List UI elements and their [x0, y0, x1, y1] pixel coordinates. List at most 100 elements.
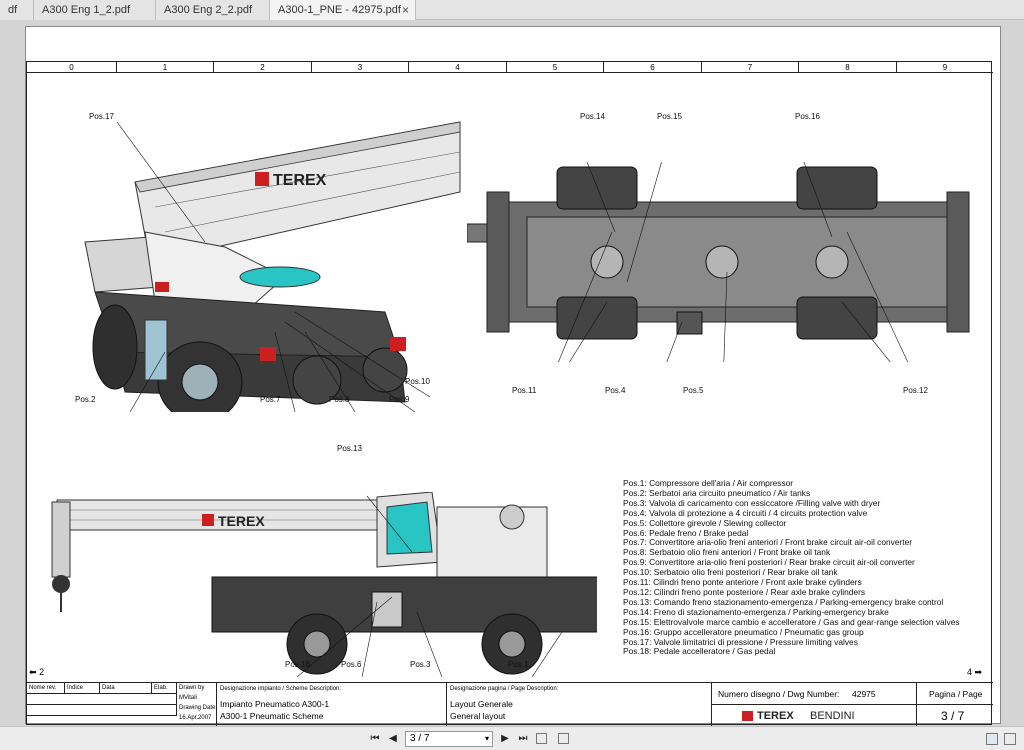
tab-label: A300-1_PNE - 42975.pdf — [278, 4, 401, 16]
drawing-sheet: 0 1 2 3 4 5 6 7 8 9 TEREX — [25, 26, 1001, 727]
tb-page-value: 3 / 7 — [917, 705, 993, 727]
legend-item: Pos.5: Collettore girevole / Slewing col… — [623, 517, 787, 528]
legend-item: Pos.16: Gruppo accelleratore pneumatico … — [623, 626, 864, 637]
arrow-right-icon: ➡ — [974, 667, 983, 677]
ruler-col: 7 — [702, 62, 799, 73]
legend-item: Pos.2: Serbatoi aria circuito pneumatico… — [623, 487, 811, 498]
close-tab-icon[interactable]: × — [401, 3, 409, 17]
callout-pos18: Pos.18 — [285, 660, 310, 669]
page-navigation-bar: ⏮ ◀ 3 / 7 ▾ ▶ ⏭ — [0, 726, 1024, 750]
callout-pos12: Pos.12 — [903, 386, 928, 395]
ruler-col: 2 — [214, 62, 312, 73]
position-legend: Pos.1: Compressore dell'aria / Air compr… — [623, 478, 993, 657]
next-page-number: 4 — [967, 667, 973, 677]
ruler-col: 1 — [117, 62, 214, 73]
tb-data: Data — [100, 683, 152, 694]
tb-page-label: Pagina / Page — [917, 683, 993, 705]
next-page-button[interactable]: ▶ — [501, 733, 509, 744]
callout-pos1: Pos.1 — [508, 660, 529, 669]
legend-item: Pos.9: Convertitore aria-olio freni post… — [623, 557, 915, 568]
prev-page-number: 2 — [39, 667, 45, 677]
next-page-ref: 4 ➡ — [967, 667, 982, 678]
tb-indice: Indice — [65, 683, 100, 694]
legend-item: Pos.7: Convertitore aria-olio freni ante… — [623, 537, 913, 548]
terex-logo-boom: TEREX — [273, 172, 327, 189]
ruler-col: 9 — [942, 63, 948, 72]
ruler-col: 5 — [507, 62, 604, 73]
legend-item: Pos.14: Freno di stazionamento-emergenza… — [623, 606, 889, 617]
terex-mark-icon — [742, 711, 753, 721]
tb-drawn: Drawn by MVitali Drawing Date 16.Apr.200… — [177, 683, 217, 727]
tab-label: A300 Eng 2_2.pdf — [164, 4, 253, 16]
arrow-left-icon: ⬅ — [29, 667, 37, 677]
ruler-col: 3 — [312, 62, 409, 73]
callout-pos6: Pos.6 — [341, 660, 362, 669]
callout-pos16: Pos.16 — [795, 112, 820, 121]
chevron-down-icon[interactable]: ▾ — [484, 734, 489, 743]
legend-item: Pos.10: Serbatoio olio freni posteriori … — [623, 567, 838, 578]
callout-pos5: Pos.5 — [683, 386, 704, 395]
callout-pos13: Pos.13 — [337, 444, 362, 453]
copy-page-icon[interactable] — [536, 733, 547, 744]
page-number-input[interactable]: 3 / 7 ▾ — [405, 731, 493, 747]
tb-page-desc: Designazione pagina / Page Description: … — [447, 683, 712, 727]
legend-item: Pos.11: Cilindri freno ponte anteriore /… — [623, 577, 862, 588]
tab-label: df — [8, 4, 18, 16]
tab-a300-eng-1[interactable]: A300 Eng 1_2.pdf — [34, 0, 156, 20]
drawing-frame: 0 1 2 3 4 5 6 7 8 9 TEREX — [26, 61, 993, 727]
tb-brand: TEREX BENDINI — [712, 705, 917, 727]
callout-pos17: Pos.17 — [89, 112, 114, 121]
continuous-view-icon[interactable] — [1004, 733, 1016, 745]
single-page-view-icon[interactable] — [986, 733, 998, 745]
page-number-value: 3 / 7 — [410, 733, 430, 744]
legend-item: Pos.6: Pedale freno / Brake pedal — [623, 527, 749, 538]
legend-item: Pos.8: Serbatoio olio freni anteriori / … — [623, 547, 831, 558]
legend-item: Pos.13: Comando freno stazionamento-emer… — [623, 596, 944, 607]
legend-item: Pos.4: Valvola di protezione a 4 circuit… — [623, 507, 868, 518]
tb-scheme: Designazione impianto / Scheme Descripti… — [217, 683, 447, 727]
legend-item: Pos.3: Valvola di caricamento con essicc… — [623, 497, 881, 508]
callout-pos14: Pos.14 — [580, 112, 605, 121]
legend-item: Pos.17: Valvole limitatrici di pressione… — [623, 636, 858, 647]
legend-item: Pos.1: Compressore dell'aria / Air compr… — [623, 478, 794, 488]
tab-a300-pne[interactable]: A300-1_PNE - 42975.pdf × — [270, 0, 416, 20]
tb-dwg: Numero disegno / Dwg Number: 42975 — [712, 683, 917, 705]
crane-perspective-drawing: TEREX — [84, 121, 461, 412]
legend-item: Pos.15: Elettrovalvole marce cambio e ac… — [623, 616, 960, 627]
first-page-button[interactable]: ⏮ — [370, 733, 380, 744]
prev-page-button[interactable]: ◀ — [389, 733, 397, 744]
ruler-col: 4 — [409, 62, 507, 73]
tb-elab: Elab. — [152, 683, 177, 694]
callout-pos11: Pos.11 — [512, 386, 537, 395]
pdf-viewer: 0 1 2 3 4 5 6 7 8 9 TEREX — [0, 20, 1024, 727]
terex-logo-side: TEREX — [218, 513, 265, 529]
bendini-logo: BENDINI — [810, 710, 855, 722]
column-ruler: 0 1 2 3 4 5 6 7 8 9 — [27, 62, 993, 73]
callout-pos2: Pos.2 — [75, 395, 96, 404]
last-page-button[interactable]: ⏭ — [518, 733, 528, 744]
tab-previous[interactable]: df — [0, 0, 34, 20]
callout-pos10: Pos.10 — [405, 377, 430, 386]
tab-bar: df A300 Eng 1_2.pdf A300 Eng 2_2.pdf A30… — [0, 0, 1024, 20]
paste-page-icon[interactable] — [558, 733, 569, 744]
legend-item: Pos.12: Cilindri freno ponte posteriore … — [623, 586, 866, 597]
title-block: Nome rev. Indice Data Elab. Drawn by MVi… — [27, 682, 993, 727]
ruler-col: 0 — [27, 62, 117, 73]
crane-side-view-drawing: TEREX — [51, 492, 597, 677]
legend-item: Pos.18: Pedale accelleratore / Gas pedal — [623, 646, 776, 657]
tb-row — [27, 705, 177, 716]
callout-pos8: Pos.8 — [329, 395, 350, 404]
callout-pos15: Pos.15 — [657, 112, 682, 121]
tb-row — [27, 694, 177, 705]
terex-logo: TEREX — [757, 710, 794, 722]
chassis-bottom-view-drawing — [467, 162, 970, 362]
tab-a300-eng-2[interactable]: A300 Eng 2_2.pdf — [156, 0, 270, 20]
callout-pos9: Pos.9 — [389, 395, 410, 404]
tb-nome-rev: Nome rev. — [27, 683, 65, 694]
tab-label: A300 Eng 1_2.pdf — [42, 4, 131, 16]
callout-pos3: Pos.3 — [410, 660, 431, 669]
callout-pos7: Pos.7 — [260, 395, 281, 404]
callout-pos4: Pos.4 — [605, 386, 626, 395]
prev-page-ref: ⬅ 2 — [29, 667, 44, 678]
ruler-col: 8 — [799, 62, 897, 73]
